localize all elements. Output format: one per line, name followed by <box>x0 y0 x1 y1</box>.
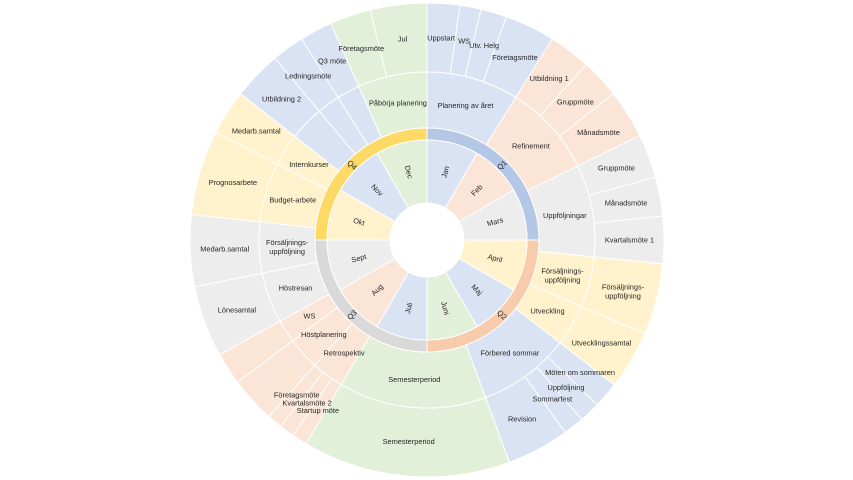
activity-item-label: Månadsmöte <box>577 128 620 137</box>
activity-label: Höstresan <box>279 284 313 293</box>
activity-item-label: Revision <box>508 414 536 423</box>
activity-item-label: Prognosarbete <box>209 178 257 187</box>
month-label: Okt <box>352 216 365 228</box>
activity-item-label: Försäljnings-uppföljning <box>602 282 645 300</box>
activity-item-label: Utv. Helg <box>469 41 499 50</box>
activity-ring <box>258 71 596 409</box>
month-label: April <box>487 252 504 265</box>
activity-item-label: Gruppmöte <box>598 164 635 173</box>
month-label: Sept <box>350 252 367 265</box>
month-label: Juni <box>439 300 451 316</box>
activity-label: Uppföljningar <box>543 211 587 220</box>
activity-item-label: Gruppmöte <box>557 98 594 107</box>
center-hole <box>390 203 464 277</box>
activity-outer-ring <box>189 2 665 478</box>
activity-label: Förbered sommar <box>481 348 540 357</box>
activity-item-label: Kvartalsmöte 1 <box>605 236 654 245</box>
activity-item-label: Ledningsmöte <box>285 72 331 81</box>
activity-item-label: Månadsmöte <box>605 198 648 207</box>
activity-item-label: Jul <box>398 34 408 43</box>
activity-item-label: Företagsmöte <box>492 53 538 62</box>
activity-label: Refinement <box>512 142 550 151</box>
activity-label: Internkurser <box>289 160 329 169</box>
activity-label: Budget-arbete <box>269 196 316 205</box>
activity-label: Påbörja planering <box>369 99 427 108</box>
activity-label: Försäljnings-uppföljning <box>266 237 309 255</box>
quarter-ring <box>314 127 540 353</box>
activity-item-label: WS <box>458 36 470 45</box>
activity-label: Höstplanering <box>301 330 347 339</box>
activity-item-label: Startup möte <box>297 406 339 415</box>
activity-item-label: Medarb.samtal <box>232 127 281 136</box>
activity-label: Utveckling <box>531 307 565 316</box>
activity-item-label: Möten om sommaren <box>545 368 615 377</box>
activity-label: Försäljnings-uppföljning <box>541 266 584 284</box>
activity-item-label: Kvartalsmöte 2 <box>282 399 331 408</box>
month-label: Mars <box>486 215 504 228</box>
activity-item-label: Uppstart <box>427 33 455 42</box>
activity-item-label: Sommarfest <box>532 395 572 404</box>
activity-item-label: Q3 möte <box>318 57 346 66</box>
activity-item-label: Företagsmöte <box>274 391 320 400</box>
activity-item-label: Utbildning 1 <box>530 74 569 83</box>
activity-item-label: Semesterperiod <box>383 437 435 446</box>
activity-label: Retrospektiv <box>324 348 365 357</box>
labels: JanFebMarsAprilMajJuniJuliAugSeptOktNovD… <box>200 33 654 446</box>
activity-label: Planering av året <box>438 101 494 110</box>
month-ring <box>326 139 528 341</box>
activity-label: WS <box>304 312 316 321</box>
activity-item-label: Uppföljning <box>547 383 584 392</box>
month-label: Juli <box>403 301 415 314</box>
month-label: Jan <box>439 165 451 179</box>
activity-item-label: Medarb.samtal <box>200 245 249 254</box>
activity-item-label: Utvecklingssamtal <box>572 338 632 347</box>
activity-item-label: Lönesamtal <box>218 305 257 314</box>
activity-label: Semesterperiod <box>388 375 440 384</box>
month-label: Dec <box>403 164 415 179</box>
activity-item-label: Företagsmöte <box>339 44 385 53</box>
activity-item-label: Utbildning 2 <box>262 95 301 104</box>
